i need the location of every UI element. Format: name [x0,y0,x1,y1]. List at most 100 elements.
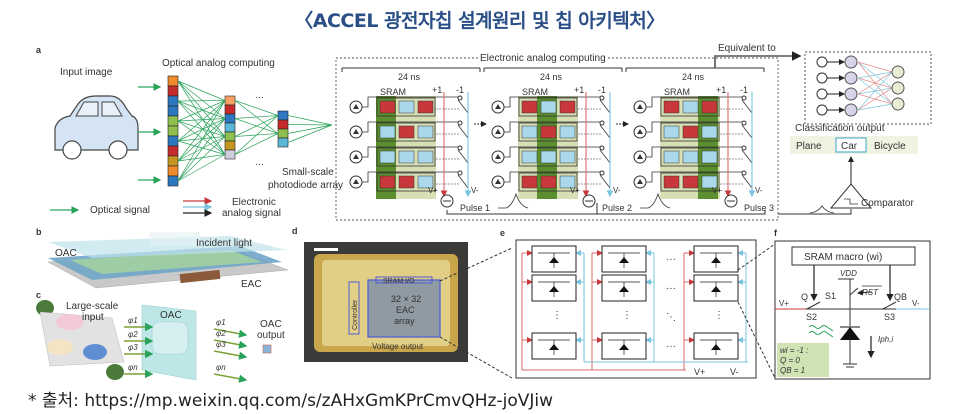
optical-layer-2 [224,95,236,160]
pulse-label: Pulse 2 [602,203,632,213]
optical-link [177,100,226,142]
weight-cell [701,150,718,164]
class-bicycle: Bicycle [874,141,906,152]
optical-layer-1 [167,75,179,187]
weight-cell [663,150,680,164]
pixel-cells: ⋮⋮⋮·········⋱ [521,245,748,371]
input-image-label: Input image [60,67,113,78]
weight-cell [540,100,557,114]
panel-a-label: a [36,45,42,55]
phase-arrow [213,339,248,349]
layer-cell [224,149,236,160]
ellipsis: ··· [666,254,676,265]
weight-cell [559,100,576,114]
switch-icon [457,99,469,114]
optical-link [177,80,226,155]
nn-hidden-node [844,103,858,117]
panel-e: e ⋮⋮⋮·········⋱ V+ V- [500,228,776,379]
neural-network-box [804,51,932,125]
sram-label: SRAM [522,87,548,97]
weight-cell [682,175,699,189]
optical-link [177,100,226,137]
note-line-3: QB = 1 [780,366,805,375]
optical-link [177,80,226,119]
phase-label: φ3 [216,340,226,349]
nn-edge [857,71,893,95]
phase-label: φn [128,363,138,372]
panel-c-oac: OAC [160,310,182,321]
pulse-waveform [640,192,671,209]
iph-label: Iph,i [878,335,893,344]
layer-cell [277,128,289,139]
s3-label: S3 [884,312,895,322]
optical-link [287,124,333,126]
optical-link [177,100,226,119]
phase-label: φ1 [128,316,138,325]
optical-link [177,80,226,101]
layer-cell [167,85,179,97]
weight-cell [540,150,557,164]
photodiode-icon [816,56,828,68]
v-plus-label: V+ [570,186,580,195]
layer-cell [224,104,236,115]
oac-output-label-1: OAC [260,319,282,330]
nn-edge [857,103,893,111]
nn-edge [857,61,893,73]
phase-arrow [213,350,248,360]
phase-label: φn [216,363,226,372]
nn-edge [857,71,893,111]
weight-cell [417,175,434,189]
weight-cell [701,125,718,139]
panel-a: a Input image Optical analog computing ·… [36,43,932,221]
s2-label: S2 [806,312,817,322]
classification-output-label: Classification output [795,123,885,134]
stage-time: 24 ns [540,72,563,82]
panel-f-label: f [774,228,778,238]
incident-light-label: Incident light [196,238,252,249]
optical-link [177,120,226,155]
weight-cell [417,150,434,164]
switch-icon [599,174,611,189]
panel-b-label: b [36,227,42,237]
switch-icon [741,149,753,164]
note-line-1: wi = -1 : [780,346,808,355]
s1-label: S1 [825,291,836,301]
weight-cell [417,100,434,114]
photodiode-icon [816,72,828,84]
equivalent-to-label: Equivalent to [718,43,776,54]
layer-cell [167,155,179,167]
switch-icon [457,149,469,164]
nn-output-node [891,65,905,79]
optical-link [177,136,226,182]
photodiode-icon [840,327,860,340]
panel-d: d SRAM I/O Controller 32 × 32 EAC array … [292,226,513,379]
light-wave-icon [808,325,834,332]
weight-cell [663,175,680,189]
optical-link [287,124,333,134]
layer-cell [224,122,236,133]
weight-cell [521,125,538,139]
switch-icon [457,174,469,189]
optical-link [177,100,226,162]
panel-e-vplus: V+ [694,367,705,377]
switch-icon [741,174,753,189]
sram-label: SRAM [380,87,406,97]
legend-electronic: Electronic [232,197,276,208]
weight-cell [521,100,538,114]
minus-one-label: -1 [740,85,748,95]
optical-link [177,140,226,155]
vdd-label: VDD [840,269,857,278]
optical-link [234,115,279,155]
plus-one-label: +1 [432,85,442,95]
nn-hidden-node [844,55,858,69]
weight-cell [379,150,396,164]
stage-time: 24 ns [398,72,421,82]
array-label: array [394,316,415,326]
pulse-waveform [498,192,529,209]
weight-cell [559,175,576,189]
layer-cell [167,135,179,147]
optical-link [177,118,226,142]
